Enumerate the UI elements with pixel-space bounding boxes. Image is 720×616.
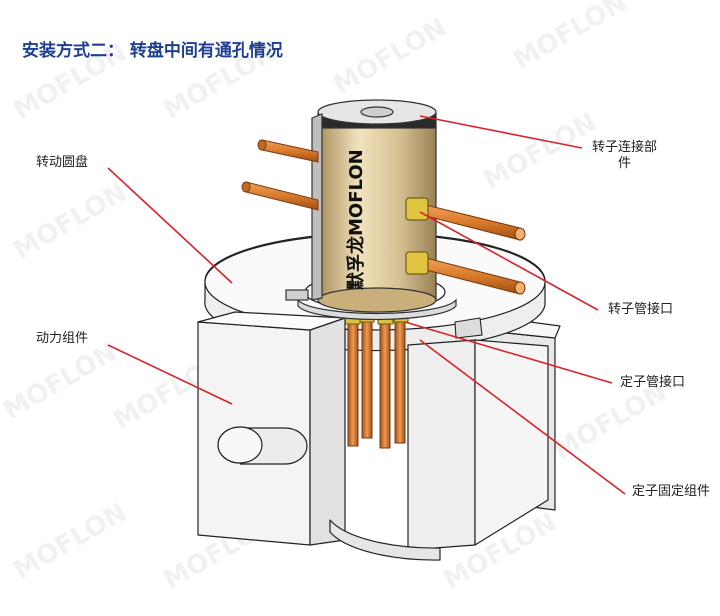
- leader-lines: [107, 115, 626, 495]
- label-stator-pipe-port: 定子管接口: [620, 375, 686, 390]
- stator-fixing-front: [329, 339, 549, 561]
- watermark-text: MOFLON: [0, 337, 122, 426]
- watermark-text: MOFLON: [9, 177, 132, 266]
- label-rotor-connection: 转子连接部 件: [592, 140, 657, 172]
- watermark-text: MOFLON: [9, 497, 132, 586]
- label-rotor-pipe-port: 转子管接口: [608, 302, 674, 317]
- watermark-text: MOFLON: [159, 37, 282, 126]
- label-rotor-connection-line1: 转子连接部: [592, 140, 658, 155]
- page-title: 安装方式二： 转盘中间有通孔情况: [22, 41, 283, 61]
- watermark-text: MOFLON: [479, 107, 602, 196]
- rotor-pipes-left: [241, 139, 319, 211]
- rotor-pipes-right: [425, 204, 526, 295]
- watermark-text: MOFLON: [9, 37, 132, 126]
- rotor-pipe-fittings: [405, 197, 429, 275]
- watermark-text: MOFLON: [329, 12, 452, 101]
- label-power-assembly: 动力组件: [36, 331, 89, 346]
- body-brand-text: 默孚龙MOFLON: [345, 149, 367, 290]
- watermark-text: MOFLON: [509, 0, 632, 76]
- label-rotor-connection-line2: 件: [618, 156, 632, 171]
- label-stator-fixing: 定子固定组件: [632, 484, 711, 499]
- label-rotating-disc: 转动圆盘: [36, 155, 89, 170]
- power-assembly: [197, 311, 346, 546]
